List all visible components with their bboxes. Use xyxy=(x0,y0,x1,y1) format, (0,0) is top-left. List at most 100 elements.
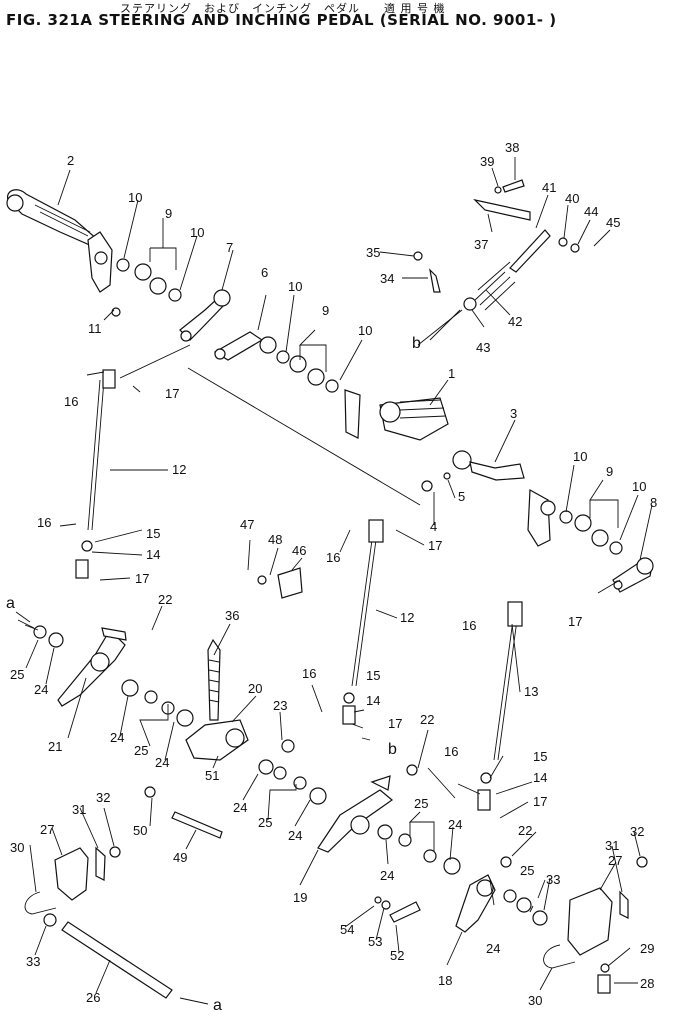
arm-8-shape xyxy=(612,557,654,593)
pedal-2-shape xyxy=(6,189,99,247)
callout-9: 9 xyxy=(165,206,172,221)
callout-10: 10 xyxy=(632,479,646,494)
callout-3: 3 xyxy=(510,406,517,421)
callout-32: 32 xyxy=(96,790,110,805)
callout-17: 17 xyxy=(428,538,442,553)
callout-17: 17 xyxy=(568,614,582,629)
callout-25: 25 xyxy=(414,796,428,811)
callout-22: 22 xyxy=(420,712,434,727)
callout-16: 16 xyxy=(37,515,51,530)
callout-4: 4 xyxy=(430,519,437,534)
callout-5: 5 xyxy=(458,489,465,504)
callout-10: 10 xyxy=(573,449,587,464)
bushing-group-right xyxy=(559,510,623,555)
callout-10: 10 xyxy=(128,190,142,205)
callout-16: 16 xyxy=(302,666,316,681)
callout-1: 1 xyxy=(448,366,455,381)
callout-15: 15 xyxy=(146,526,160,541)
callout-41: 41 xyxy=(542,180,556,195)
callout-15: 15 xyxy=(533,749,547,764)
ref-letter-b-top: b xyxy=(412,335,421,352)
callout-17: 17 xyxy=(388,716,402,731)
callout-22: 22 xyxy=(158,592,172,607)
callout-9: 9 xyxy=(322,303,329,318)
callout-27: 27 xyxy=(608,853,622,868)
callout-47: 47 xyxy=(240,517,254,532)
bracket-right-shape xyxy=(527,489,556,547)
callout-52: 52 xyxy=(390,948,404,963)
callout-33: 33 xyxy=(26,954,40,969)
callout-16: 16 xyxy=(326,550,340,565)
callout-12: 12 xyxy=(172,462,186,477)
callout-13: 13 xyxy=(524,684,538,699)
pedal-3-shape xyxy=(421,450,525,492)
bushing-group-left xyxy=(116,258,182,302)
callout-54: 54 xyxy=(340,922,354,937)
callout-6: 6 xyxy=(261,265,268,280)
reference-letters: a a b b xyxy=(6,335,421,1014)
pedal-1-shape xyxy=(344,389,449,441)
callout-28: 28 xyxy=(640,976,654,991)
callout-45: 45 xyxy=(606,215,620,230)
callout-16: 16 xyxy=(462,618,476,633)
callout-25: 25 xyxy=(258,815,272,830)
callout-36: 36 xyxy=(225,608,239,623)
figure-title: FIG. 321A STEERING AND INCHING PEDAL (SE… xyxy=(6,11,557,29)
callout-16: 16 xyxy=(64,394,78,409)
ref-letter-b-center: b xyxy=(388,741,397,758)
callout-48: 48 xyxy=(268,532,282,547)
callout-17: 17 xyxy=(533,794,547,809)
callout-24: 24 xyxy=(34,682,48,697)
callout-40: 40 xyxy=(565,191,579,206)
callout-43: 43 xyxy=(476,340,490,355)
callout-24: 24 xyxy=(110,730,124,745)
bushing-group-center xyxy=(276,350,339,393)
callout-11: 11 xyxy=(88,321,102,336)
callout-10: 10 xyxy=(288,279,302,294)
callout-21: 21 xyxy=(48,739,62,754)
callout-7: 7 xyxy=(226,240,233,255)
callout-46: 46 xyxy=(292,543,306,558)
callout-17: 17 xyxy=(165,386,179,401)
callout-14: 14 xyxy=(146,547,160,562)
callout-15: 15 xyxy=(366,668,380,683)
callout-35: 35 xyxy=(366,245,380,260)
japanese-title: ステアリング および インチング ペダル 適 用 号 機 xyxy=(120,2,446,15)
callout-9: 9 xyxy=(606,464,613,479)
callout-24: 24 xyxy=(380,868,394,883)
callout-30: 30 xyxy=(528,993,542,1008)
callout-23: 23 xyxy=(273,698,287,713)
callout-42: 42 xyxy=(508,314,522,329)
leader-lines xyxy=(17,157,653,1005)
callout-37: 37 xyxy=(474,237,488,252)
upper-right-assembly xyxy=(413,179,580,311)
callout-14: 14 xyxy=(366,693,380,708)
callout-12: 12 xyxy=(400,610,414,625)
callout-44: 44 xyxy=(584,204,598,219)
callout-24: 24 xyxy=(233,800,247,815)
callout-14: 14 xyxy=(533,770,547,785)
callout-38: 38 xyxy=(505,140,519,155)
callout-27: 27 xyxy=(40,822,54,837)
callout-19: 19 xyxy=(293,890,307,905)
arm-6-shape xyxy=(213,331,277,361)
callout-24: 24 xyxy=(448,817,462,832)
callout-10: 10 xyxy=(190,225,204,240)
lower-assemblies xyxy=(24,567,648,999)
bracket-11-shape xyxy=(87,231,121,317)
ref-letter-a-top: a xyxy=(6,595,15,612)
callout-2: 2 xyxy=(67,153,74,168)
callout-29: 29 xyxy=(640,941,654,956)
callout-49: 49 xyxy=(173,850,187,865)
callout-16: 16 xyxy=(444,744,458,759)
callout-10: 10 xyxy=(358,323,372,338)
callout-31: 31 xyxy=(72,802,86,817)
callout-31: 31 xyxy=(605,838,619,853)
callout-8: 8 xyxy=(650,495,657,510)
callout-53: 53 xyxy=(368,934,382,949)
callout-24: 24 xyxy=(288,828,302,843)
callout-20: 20 xyxy=(248,681,262,696)
callout-39: 39 xyxy=(480,154,494,169)
